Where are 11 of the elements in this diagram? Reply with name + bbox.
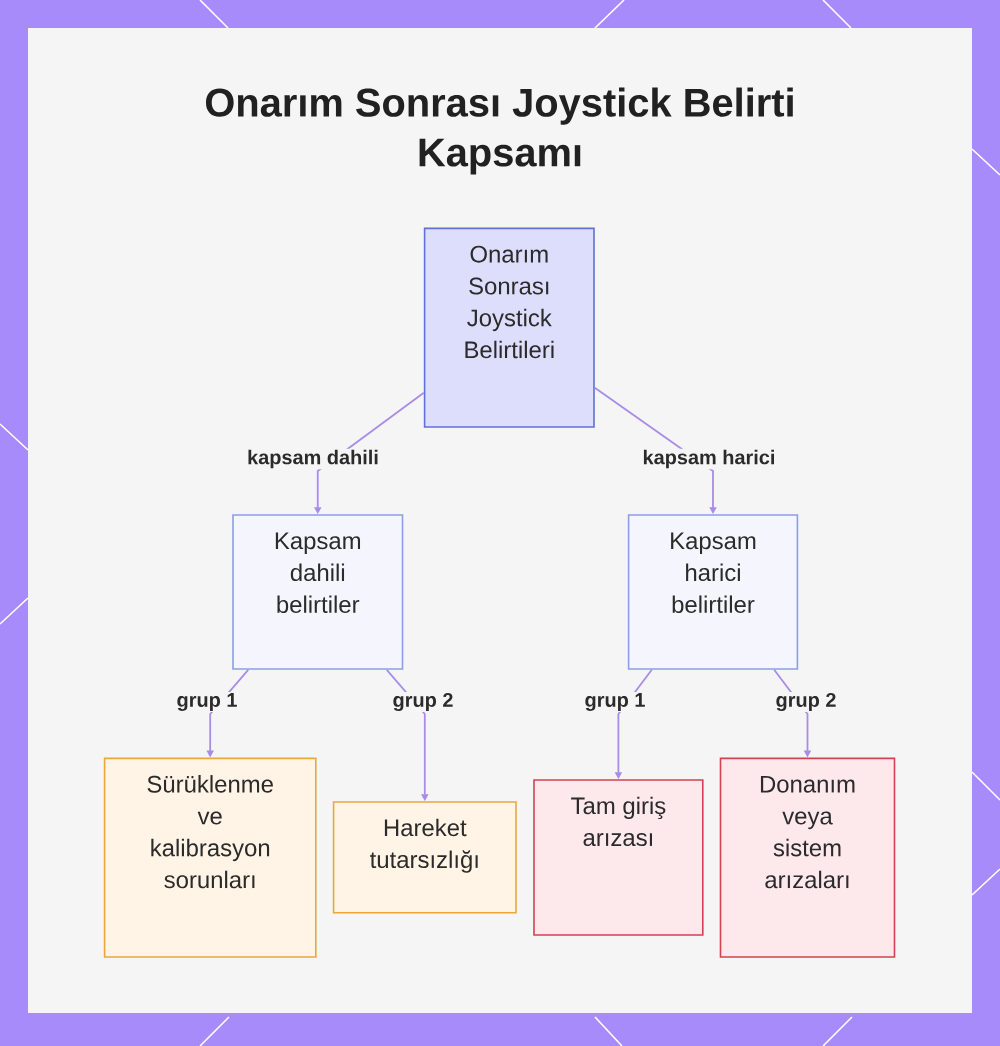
symptom-box: Tam giriş arızası	[533, 779, 704, 936]
category-box: Kapsam harici belirtiler	[627, 514, 799, 670]
edge-label: kapsam dahili	[245, 448, 381, 470]
edge-label: grup 1	[174, 692, 240, 712]
topic-box: Onarım Sonrası Joystick Belirtileri	[423, 227, 595, 428]
symptom-box: Donanım veya sistem arızaları	[719, 757, 896, 958]
edge-label: grup 1	[582, 692, 648, 712]
symptom-box: Hareket tutarsızlığı	[332, 801, 517, 914]
symptom-box: Sürüklenme ve kalibrasyon sorunları	[103, 757, 317, 958]
category-box: Kapsam dahili belirtiler	[232, 514, 404, 670]
title: Onarım Sonrası Joystick Belirti Kapsamı	[205, 87, 793, 175]
